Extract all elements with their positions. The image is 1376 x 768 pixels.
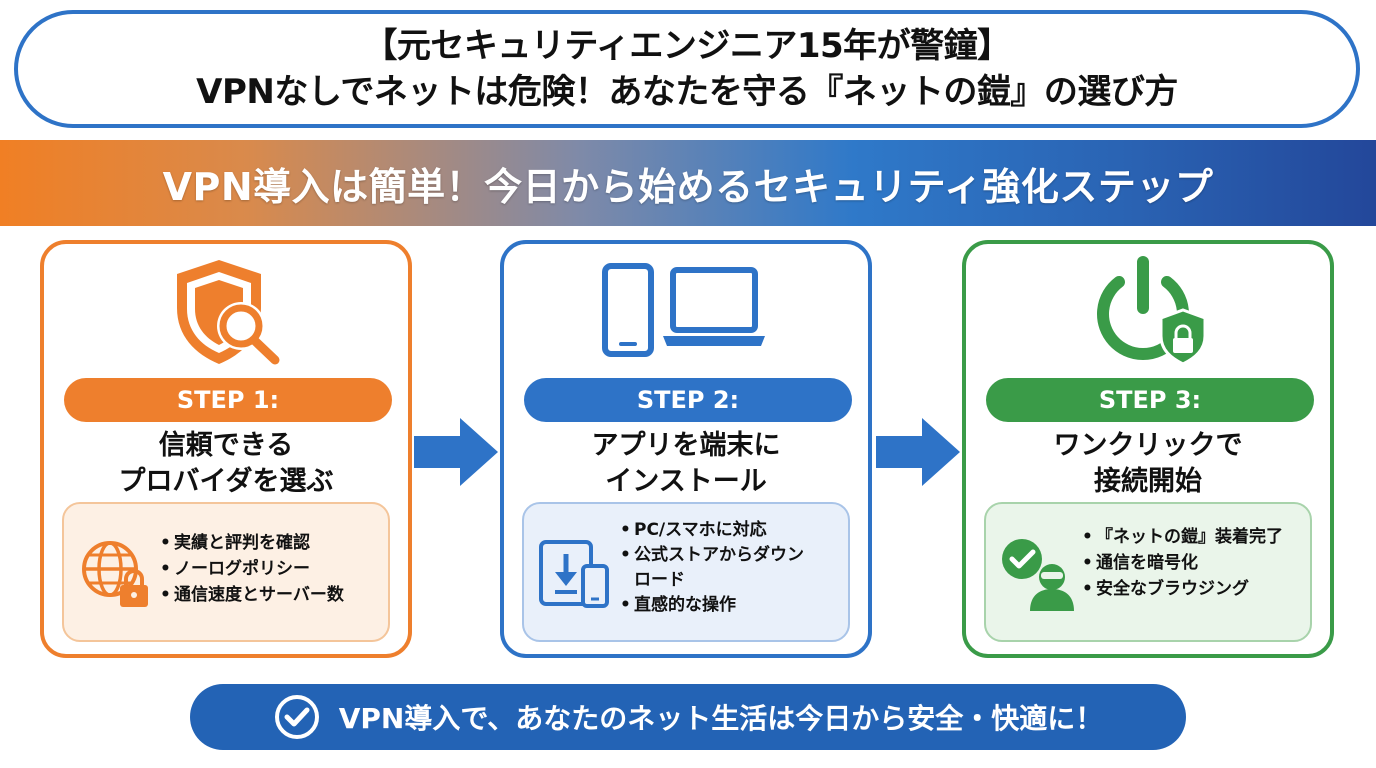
- step-1-title-line-1: 信頼できる: [158, 430, 294, 461]
- step-2-detail-list: PC/スマホに対応 公式ストアからダウン ロード 直感的な操作: [620, 518, 840, 618]
- list-item: PC/スマホに対応: [620, 518, 840, 543]
- step-2-detail-box: PC/スマホに対応 公式ストアからダウン ロード 直感的な操作: [522, 502, 850, 642]
- check-user-icon: [996, 530, 1078, 616]
- step-3-detail-box: 『ネットの鎧』装着完了 通信を暗号化 安全なブラウジング: [984, 502, 1312, 642]
- step-3-title: ワンクリックで 接続開始: [966, 428, 1330, 500]
- list-item: 公式ストアからダウン: [620, 543, 840, 568]
- step-2-title-line-2: インストール: [605, 466, 767, 497]
- step-2-title: アプリを端末に インストール: [504, 428, 868, 500]
- arrow-right-icon: [876, 418, 960, 486]
- title-line-2: VPNなしでネットは危険！あなたを守る『ネットの鎧』の選び方: [196, 72, 1178, 112]
- list-item: 実績と評判を確認: [160, 530, 380, 556]
- step-card-1: STEP 1: 信頼できる プロバイダを選ぶ 実績と評判を確認 ノーログポリシー…: [40, 240, 412, 658]
- step-1-label: STEP 1:: [64, 378, 392, 422]
- phone-laptop-icon: [504, 250, 868, 374]
- title-box: 【元セキュリティエンジニア15年が警鐘】 VPNなしでネットは危険！あなたを守る…: [14, 10, 1360, 128]
- tablet-download-icon: [534, 530, 616, 616]
- banner: VPN導入は簡単！今日から始めるセキュリティ強化ステップ: [0, 140, 1376, 226]
- list-item: 直感的な操作: [620, 593, 840, 618]
- footer-text: VPN導入で、あなたのネット生活は今日から安全・快適に！: [338, 702, 1104, 735]
- shield-search-icon: [44, 250, 408, 374]
- step-3-label: STEP 3:: [986, 378, 1314, 422]
- step-1-title: 信頼できる プロバイダを選ぶ: [44, 428, 408, 500]
- step-card-2: STEP 2: アプリを端末に インストール PC/スマホに対応 公式ストアから…: [500, 240, 872, 658]
- title-line-1: 【元セキュリティエンジニア15年が警鐘】: [363, 26, 1011, 66]
- footer-banner: VPN導入で、あなたのネット生活は今日から安全・快適に！: [190, 684, 1186, 750]
- list-item: ロード: [634, 570, 685, 590]
- step-1-detail-list: 実績と評判を確認 ノーログポリシー 通信速度とサーバー数: [160, 530, 380, 608]
- list-item: 安全なブラウジング: [1082, 576, 1302, 602]
- step-2-title-line-1: アプリを端末に: [591, 430, 781, 461]
- arrow-right-icon: [414, 418, 498, 486]
- step-2-label: STEP 2:: [524, 378, 852, 422]
- list-item: 『ネットの鎧』装着完了: [1082, 524, 1302, 550]
- globe-lock-icon: [74, 530, 156, 616]
- check-circle-icon: [274, 695, 319, 739]
- step-card-3: STEP 3: ワンクリックで 接続開始 『ネットの鎧』装着完了 通信を暗号化 …: [962, 240, 1334, 658]
- list-item: ノーログポリシー: [160, 556, 380, 582]
- power-lock-icon: [966, 250, 1330, 374]
- banner-text: VPN導入は簡単！今日から始めるセキュリティ強化ステップ: [162, 164, 1214, 209]
- step-1-title-line-2: プロバイダを選ぶ: [118, 466, 334, 497]
- step-3-title-line-1: ワンクリックで: [1053, 430, 1243, 461]
- step-1-detail-box: 実績と評判を確認 ノーログポリシー 通信速度とサーバー数: [62, 502, 390, 642]
- list-item: 通信速度とサーバー数: [160, 582, 380, 608]
- step-3-title-line-2: 接続開始: [1094, 466, 1202, 497]
- list-item: 通信を暗号化: [1082, 550, 1302, 576]
- step-3-detail-list: 『ネットの鎧』装着完了 通信を暗号化 安全なブラウジング: [1082, 524, 1302, 602]
